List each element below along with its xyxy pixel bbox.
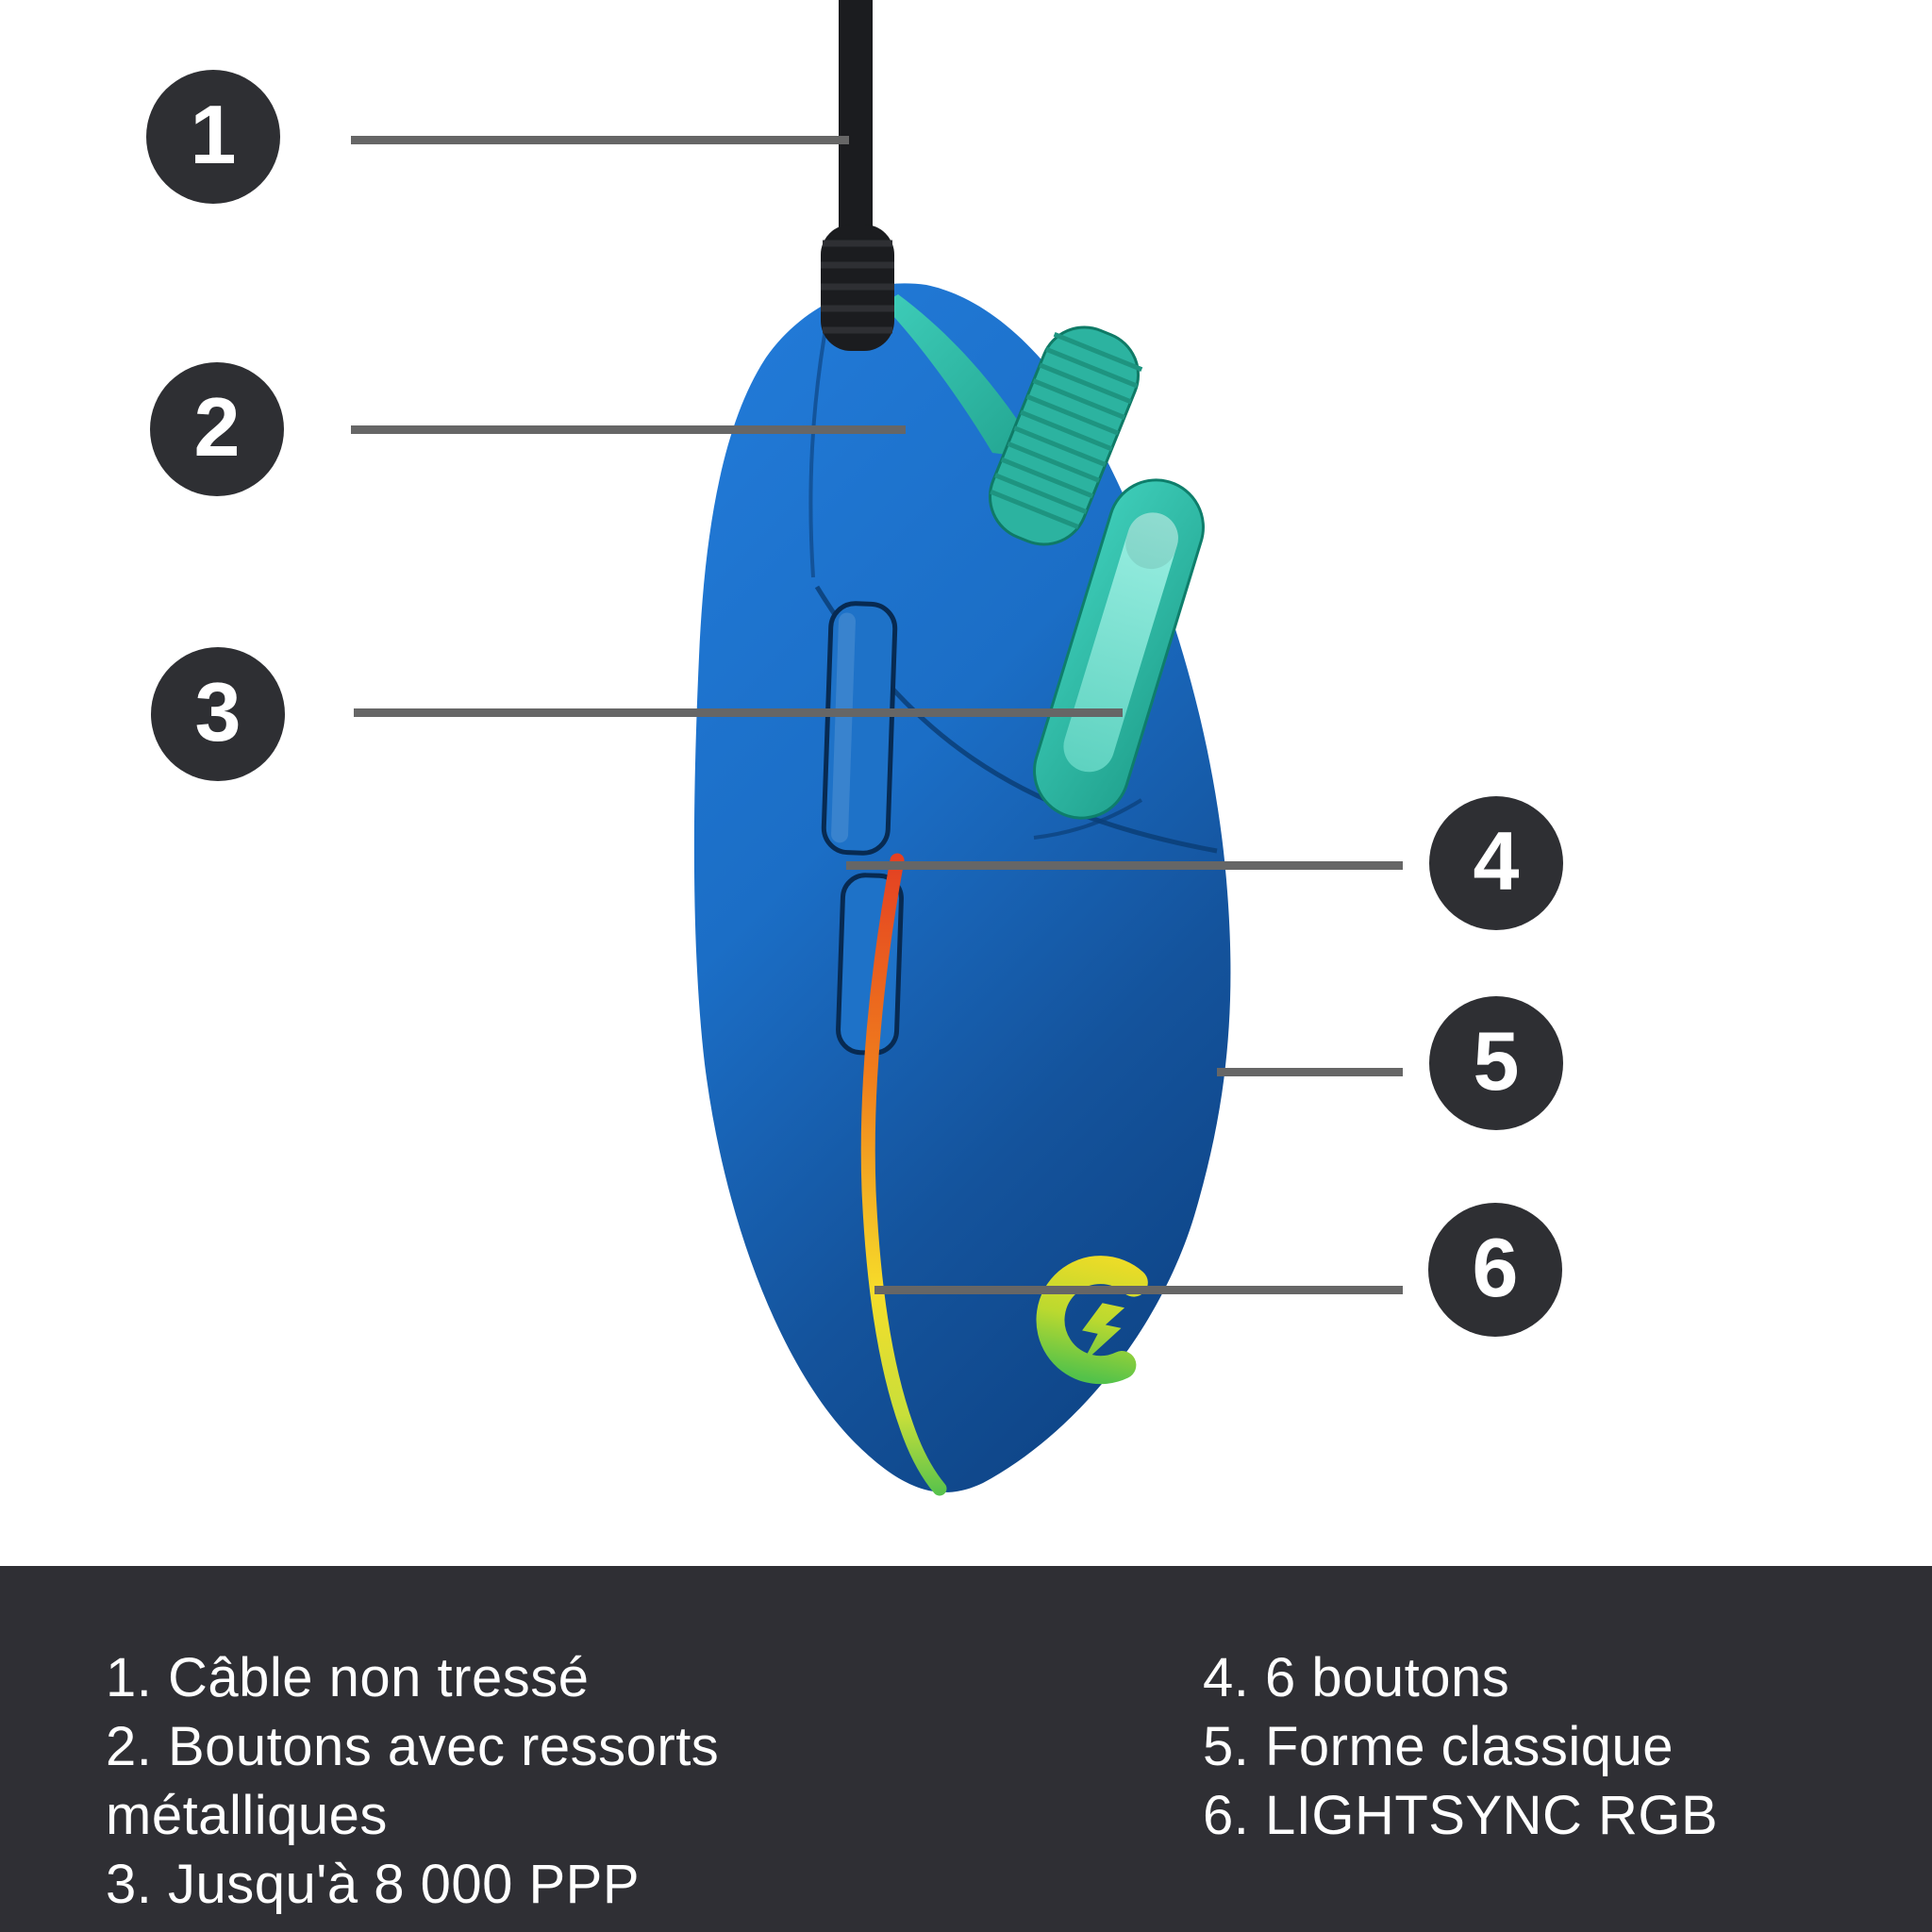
legend-item: 1. Câble non tressé [106, 1647, 590, 1708]
legend-item: 3. Jusqu'à 8 000 PPP [106, 1854, 641, 1915]
callout-line-6 [874, 1286, 1403, 1294]
legend-footer: 1. Câble non tressé 2. Boutons avec ress… [0, 1566, 1932, 1932]
legend-right-column: 4. 6 boutons 5. Forme classique 6. LIGHT… [1203, 1643, 1901, 1850]
badge-number: 5 [1473, 1014, 1520, 1108]
badge-number: 1 [190, 88, 237, 181]
scroll-wheel [988, 325, 1143, 546]
callout-badge-1: 1 [146, 70, 280, 204]
wheel-housing [1033, 478, 1205, 820]
badge-number: 3 [194, 665, 242, 758]
strain-relief [821, 225, 894, 351]
legend-left-column: 1. Câble non tressé 2. Boutons avec ress… [106, 1643, 870, 1919]
callout-line-1 [351, 136, 849, 144]
callout-badge-6: 6 [1428, 1203, 1562, 1337]
legend-item: 2. Boutons avec ressorts métalliques [106, 1716, 720, 1846]
badge-number: 4 [1473, 814, 1520, 908]
legend-item: 5. Forme classique [1203, 1716, 1674, 1777]
mouse-body [693, 283, 1231, 1492]
lightsync-stripe [860, 853, 947, 1496]
dpi-window [1063, 512, 1178, 773]
callout-badge-5: 5 [1429, 996, 1563, 1130]
wheel-strip [882, 294, 1042, 459]
badge-number: 6 [1472, 1221, 1519, 1314]
callout-line-5 [1217, 1068, 1403, 1076]
badge-number: 2 [193, 380, 241, 474]
side-button-upper [821, 601, 898, 856]
left-plate-seam [808, 312, 830, 578]
button-split-seam [1033, 798, 1143, 840]
callout-line-4 [846, 861, 1403, 870]
cable [839, 0, 873, 243]
callout-badge-3: 3 [151, 647, 285, 781]
callout-badge-4: 4 [1429, 796, 1563, 930]
legend-item: 6. LIGHTSYNC RGB [1203, 1785, 1719, 1846]
callout-line-3 [354, 708, 1123, 717]
g-logo-icon [1036, 1256, 1148, 1385]
callout-line-2 [351, 425, 906, 434]
callout-badge-2: 2 [150, 362, 284, 496]
legend-item: 4. 6 boutons [1203, 1647, 1510, 1708]
